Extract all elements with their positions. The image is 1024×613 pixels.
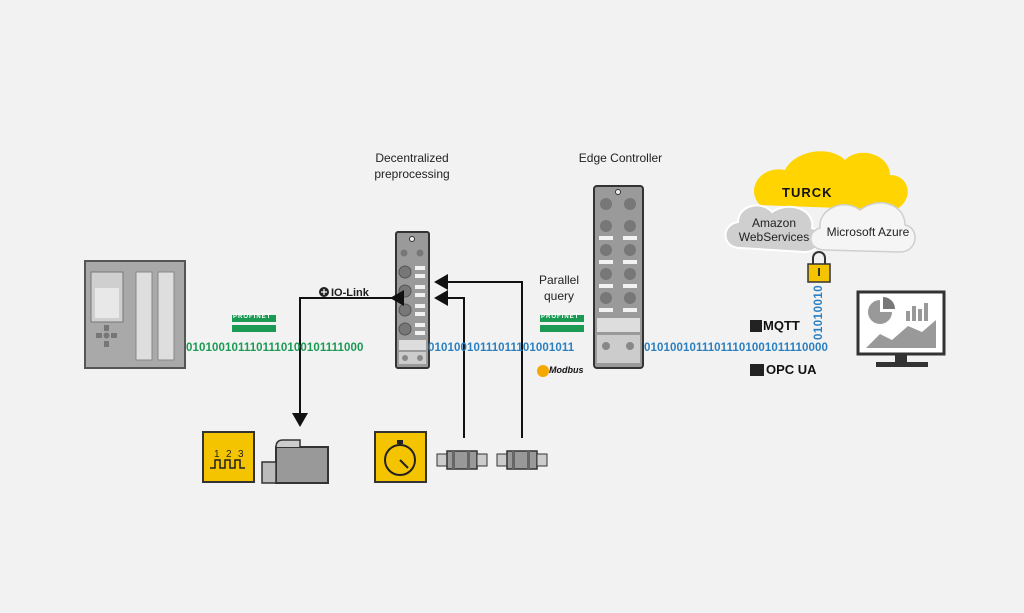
proximity-sensor-1-icon [436, 450, 488, 470]
io-link-line [292, 290, 404, 427]
io-link-label-text: IO-Link [331, 287, 369, 299]
counter-sensor-icon [202, 431, 255, 483]
edge-controller-label: Edge Controller [578, 151, 663, 165]
proximity-sensor-2-icon [496, 450, 548, 470]
sensor-line-1 [434, 290, 465, 438]
io-link-label: IO-Link [331, 285, 391, 301]
actuator-icon [261, 439, 329, 484]
io-link-logo-icon [319, 287, 329, 297]
lock-icon [807, 251, 831, 283]
opcua-logo-icon [750, 364, 764, 376]
cloud-icon [724, 151, 916, 254]
modbus-logo-icon [537, 365, 549, 377]
profinet-label-left: PROFINET [233, 314, 272, 320]
bitstream-middle: 01010010111011101001011 [428, 342, 575, 354]
counter-glyph-text: 1 2 3 [214, 449, 244, 460]
sensor-line-2 [434, 274, 523, 438]
dashboard-monitor-icon [856, 290, 946, 367]
bitstream-right: 01010010111011101001011110000 [644, 342, 828, 354]
profinet-label-right: PROFINET [541, 314, 580, 320]
profinet-logo-left-icon [232, 315, 276, 332]
parallel-query-label: Parallel query [538, 273, 580, 303]
io-module-icon [395, 231, 430, 369]
aws-label: Amazon WebServices [738, 216, 810, 244]
opcua-label: OPC UA [766, 362, 817, 377]
timer-sensor-icon [374, 431, 427, 483]
svg-text:2: 2 [226, 449, 232, 460]
turck-brand: TURCK [782, 185, 833, 200]
bitstream-vertical: 01010010 [813, 284, 825, 340]
profinet-logo-right-icon [540, 315, 584, 332]
edge-controller-icon [593, 185, 644, 369]
svg-text:3: 3 [238, 449, 244, 460]
svg-text:1: 1 [214, 449, 220, 460]
decentralized-label: Decentralized preprocessing [374, 151, 450, 181]
plc-controller-icon [84, 260, 186, 369]
mqtt-logo-icon [750, 320, 762, 332]
azure-label: Microsoft Azure [826, 225, 910, 239]
bitstream-left: 0101001011101110100101111000 [186, 342, 364, 354]
modbus-label: Modbus [549, 365, 584, 375]
mqtt-label: MQTT [763, 318, 800, 333]
